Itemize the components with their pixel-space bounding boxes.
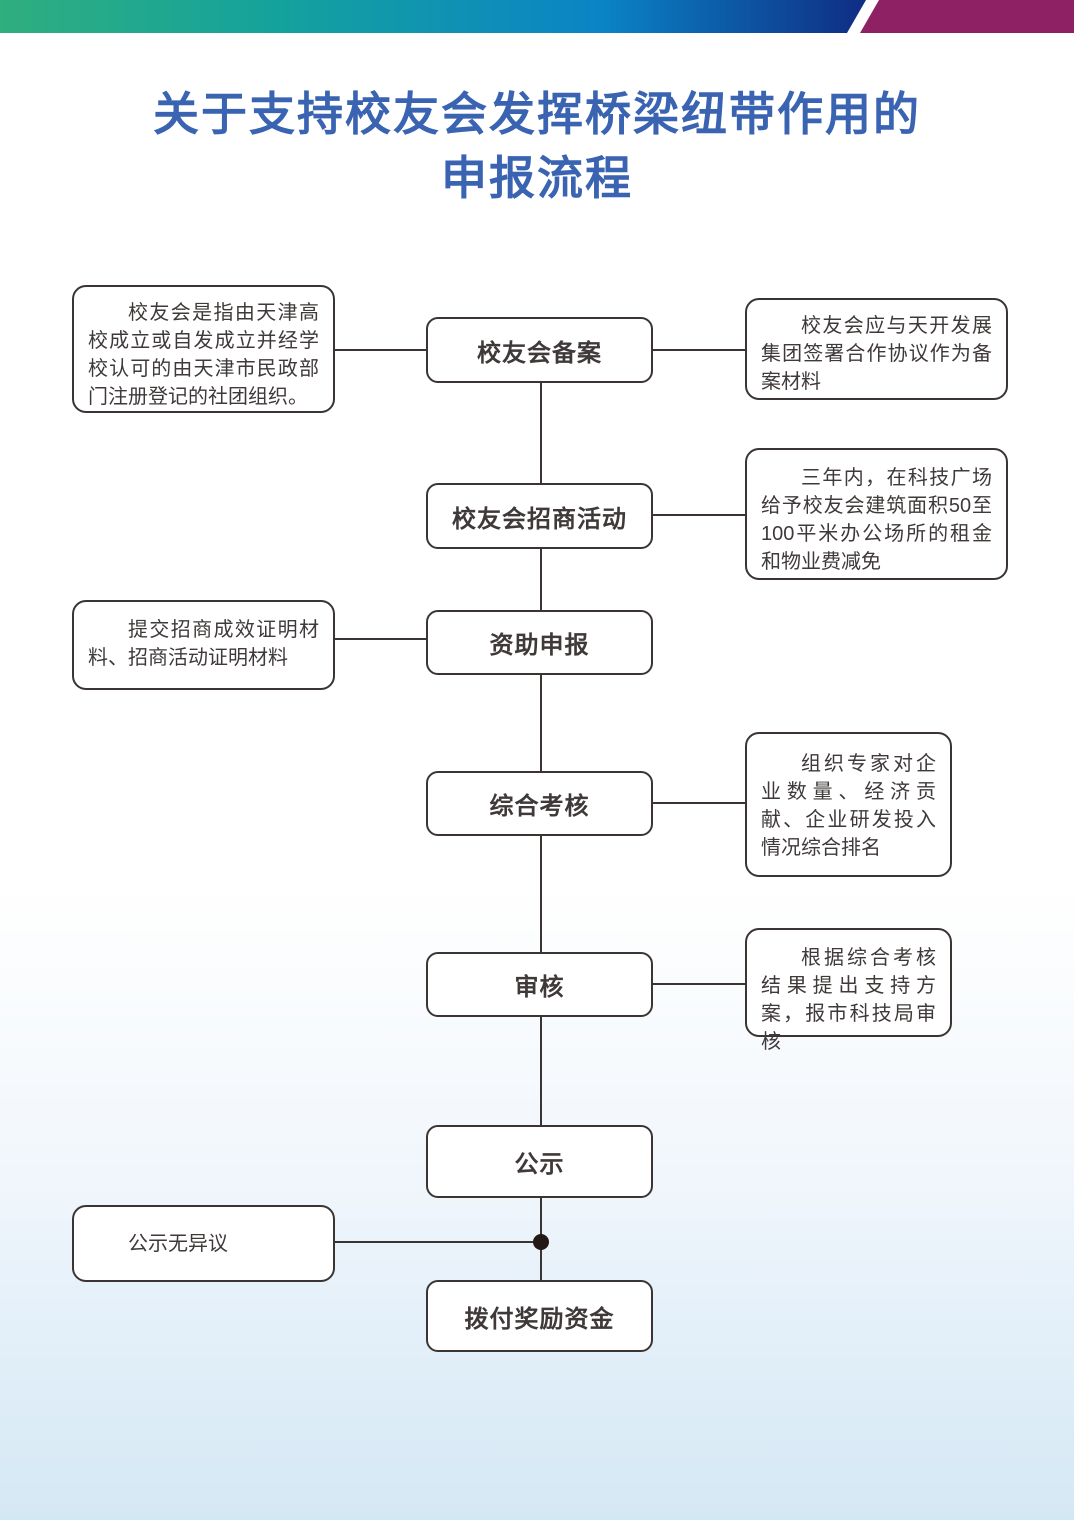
connector-step4-note5 <box>653 802 745 804</box>
page-title: 关于支持校友会发挥桥梁纽带作用的 申报流程 <box>0 82 1074 210</box>
top-banner <box>0 0 1074 33</box>
flow-step-label: 校友会备案 <box>477 339 602 367</box>
note-text: 三年内，在科技广场给予校友会建筑面积50至100平米办公场所的租金和物业费减免 <box>761 467 992 573</box>
flow-step-public-notice: 公示 <box>426 1125 653 1198</box>
note-text: 根据综合考核结果提出支持方案，报市科技局审核 <box>761 947 936 1053</box>
note-text: 公示无异议 <box>128 1232 228 1255</box>
flow-step-label: 拨付奖励资金 <box>464 1305 615 1333</box>
page-title-line2: 申报流程 <box>441 152 633 204</box>
note-proof-materials: 提交招商成效证明材料、招商活动证明材料 <box>72 600 335 690</box>
flow-step-funding-application: 资助申报 <box>426 610 653 675</box>
connector-vertical-3 <box>540 675 542 771</box>
note-text: 校友会应与天开发展集团签署合作协议作为备案材料 <box>761 315 992 393</box>
connector-note4-step3 <box>335 638 426 640</box>
flow-step-fund-disbursement: 拨付奖励资金 <box>426 1280 653 1352</box>
flow-step-label: 综合考核 <box>489 793 590 820</box>
banner-gradient-bar <box>0 0 866 33</box>
connector-vertical-2 <box>540 549 542 610</box>
flow-step-comprehensive-assessment: 综合考核 <box>426 771 653 836</box>
connector-step5-note6 <box>653 983 745 985</box>
note-alumni-definition: 校友会是指由天津高校成立或自发成立并经学校认可的由天津市民政部门注册登记的社团组… <box>72 285 335 413</box>
note-support-plan: 根据综合考核结果提出支持方案，报市科技局审核 <box>745 928 952 1053</box>
note-text: 提交招商成效证明材料、招商活动证明材料 <box>88 619 319 669</box>
flow-step-label: 资助申报 <box>489 632 590 659</box>
junction-dot <box>533 1234 549 1250</box>
flow-step-review: 审核 <box>426 952 653 1017</box>
connector-vertical-4 <box>540 836 542 952</box>
flow-step-alumni-filing: 校友会备案 <box>426 317 653 383</box>
note-text: 校友会是指由天津高校成立或自发成立并经学校认可的由天津市民政部门注册登记的社团组… <box>88 302 319 408</box>
connector-vertical-1 <box>540 383 542 483</box>
connector-note1-step1 <box>335 349 426 351</box>
flow-step-label: 审核 <box>514 974 565 1001</box>
banner-magenta-accent <box>860 0 1074 33</box>
note-expert-ranking: 组织专家对企业数量、经济贡献、企业研发投入情况综合排名 <box>745 732 952 877</box>
note-filing-materials: 校友会应与天开发展集团签署合作协议作为备案材料 <box>745 298 1008 400</box>
connector-vertical-5 <box>540 1017 542 1125</box>
page-title-line1: 关于支持校友会发挥桥梁纽带作用的 <box>153 88 921 140</box>
connector-note7-junction <box>335 1241 541 1243</box>
note-no-objection: 公示无异议 <box>72 1205 335 1282</box>
note-text: 组织专家对企业数量、经济贡献、企业研发投入情况综合排名 <box>761 753 936 859</box>
flow-step-label: 公示 <box>514 1151 565 1178</box>
connector-step2-note3 <box>653 514 745 516</box>
flow-step-investment-activity: 校友会招商活动 <box>426 483 653 549</box>
flow-step-label: 校友会招商活动 <box>452 505 627 533</box>
connector-step1-note2 <box>653 349 745 351</box>
note-rent-reduction: 三年内，在科技广场给予校友会建筑面积50至100平米办公场所的租金和物业费减免 <box>745 448 1008 580</box>
